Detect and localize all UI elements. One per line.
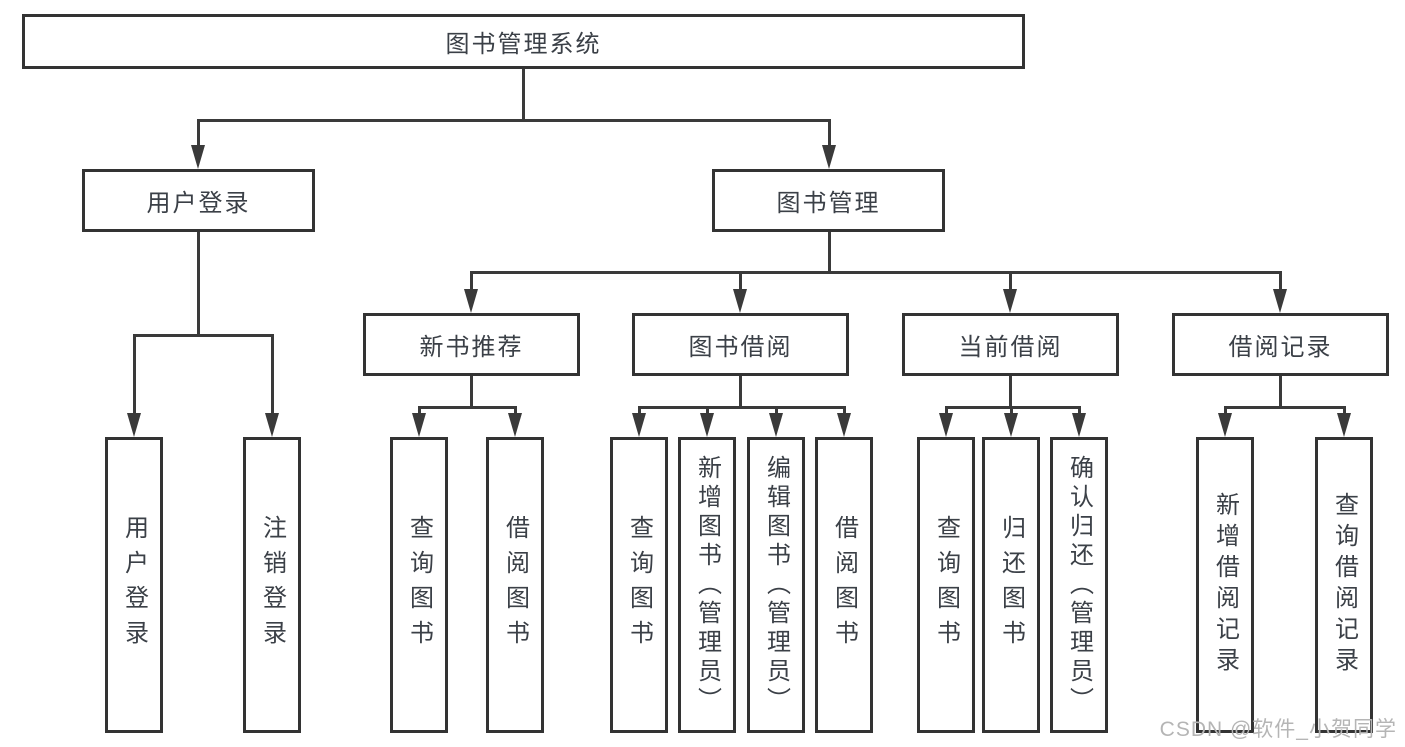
node-label: 图书借阅: [688, 334, 793, 361]
node-leaf-add-borrow-record: 新增借阅记录: [1196, 437, 1254, 733]
connector-line: [196, 118, 831, 122]
connector-line: [1009, 407, 1013, 417]
node-leaf-query-borrow-record: 查询借阅记录: [1315, 437, 1373, 733]
arrowhead-down-icon: [1218, 413, 1232, 437]
connector-line: [774, 407, 778, 417]
connector-line: [513, 407, 517, 417]
watermark: CSDN @软件_小贺同学: [1159, 718, 1397, 741]
node-label: 查询图书: [625, 515, 653, 655]
node-label: 查询图书: [405, 515, 433, 655]
node-label: 注销登录: [258, 515, 286, 655]
node-label: 确认归还（管理员）: [1065, 454, 1093, 716]
connector-line: [132, 335, 136, 417]
node-root: 图书管理系统: [22, 14, 1025, 69]
node-label: 新增借阅记录: [1211, 492, 1239, 678]
node-leaf-borrow-book-1: 借阅图书: [486, 437, 544, 733]
connector-line: [1342, 407, 1346, 417]
node-label: 新书推荐: [419, 334, 524, 361]
connector-line: [469, 272, 473, 293]
node-current-borrow: 当前借阅: [902, 313, 1119, 376]
arrowhead-down-icon: [1004, 413, 1018, 437]
node-book-borrow: 图书借阅: [632, 313, 849, 376]
node-leaf-query-book-2: 查询图书: [610, 437, 668, 733]
connector-line: [637, 407, 641, 417]
connector-line: [944, 405, 1081, 409]
connector-line: [521, 69, 525, 122]
node-label: 图书管理系统: [445, 31, 602, 58]
node-label: 借阅记录: [1228, 334, 1333, 361]
node-new-book-rec: 新书推荐: [363, 313, 580, 376]
node-label: 查询借阅记录: [1330, 492, 1358, 678]
node-user-login: 用户登录: [82, 169, 315, 232]
arrowhead-down-icon: [412, 413, 426, 437]
connector-line: [417, 405, 517, 409]
arrowhead-down-icon: [1337, 413, 1351, 437]
node-leaf-return-book: 归还图书: [982, 437, 1040, 733]
node-book-mgmt: 图书管理: [712, 169, 945, 232]
arrowhead-down-icon: [939, 413, 953, 437]
arrowhead-down-icon: [1273, 289, 1287, 313]
connector-line: [842, 407, 846, 417]
node-label: 借阅图书: [501, 515, 529, 655]
arrowhead-down-icon: [127, 413, 141, 437]
node-leaf-logout: 注销登录: [243, 437, 301, 733]
arrowhead-down-icon: [464, 289, 478, 313]
node-leaf-user-login: 用户登录: [105, 437, 163, 733]
node-leaf-query-book-1: 查询图书: [390, 437, 448, 733]
connector-line: [1008, 376, 1012, 409]
arrowhead-down-icon: [822, 145, 836, 169]
connector-line: [1008, 272, 1012, 293]
connector-line: [417, 407, 421, 417]
node-leaf-add-book: 新增图书（管理员）: [678, 437, 736, 733]
node-label: 新增图书（管理员）: [693, 454, 721, 716]
connector-line: [196, 120, 200, 149]
node-leaf-edit-book: 编辑图书（管理员）: [747, 437, 805, 733]
node-borrow-records: 借阅记录: [1172, 313, 1389, 376]
connector-line: [1077, 407, 1081, 417]
arrowhead-down-icon: [700, 413, 714, 437]
node-label: 用户登录: [120, 515, 148, 655]
arrowhead-down-icon: [733, 289, 747, 313]
arrowhead-down-icon: [837, 413, 851, 437]
arrowhead-down-icon: [265, 413, 279, 437]
connector-line: [469, 270, 1282, 274]
connector-line: [827, 120, 831, 149]
connector-line: [1223, 407, 1227, 417]
arrowhead-down-icon: [1003, 289, 1017, 313]
connector-line: [270, 335, 274, 417]
connector-line: [827, 232, 831, 274]
connector-line: [944, 407, 948, 417]
arrowhead-down-icon: [632, 413, 646, 437]
arrowhead-down-icon: [508, 413, 522, 437]
node-label: 归还图书: [997, 515, 1025, 655]
node-label: 借阅图书: [830, 515, 858, 655]
node-label: 查询图书: [932, 515, 960, 655]
connector-line: [469, 376, 473, 409]
arrowhead-down-icon: [769, 413, 783, 437]
arrowhead-down-icon: [1072, 413, 1086, 437]
connector-line: [738, 376, 742, 409]
node-leaf-query-book-3: 查询图书: [917, 437, 975, 733]
connector-line: [738, 272, 742, 293]
connector-line: [132, 333, 274, 337]
node-leaf-borrow-book-2: 借阅图书: [815, 437, 873, 733]
connector-line: [705, 407, 709, 417]
connector-line: [1278, 376, 1282, 409]
node-label: 图书管理: [776, 190, 881, 217]
arrowhead-down-icon: [191, 145, 205, 169]
node-label: 编辑图书（管理员）: [762, 454, 790, 716]
connector-line: [1223, 405, 1346, 409]
connector-line: [196, 232, 200, 337]
connector-line: [1278, 272, 1282, 293]
connector-line: [637, 405, 846, 409]
node-label: 当前借阅: [958, 334, 1063, 361]
node-label: 用户登录: [146, 190, 251, 217]
node-leaf-confirm-return: 确认归还（管理员）: [1050, 437, 1108, 733]
